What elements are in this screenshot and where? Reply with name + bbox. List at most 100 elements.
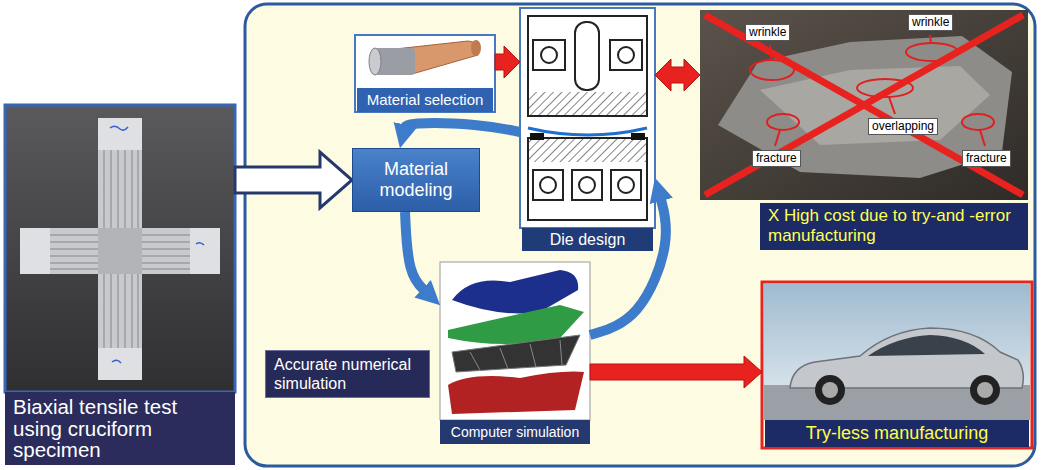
callout-label: wrinkle [908, 14, 953, 31]
specimen-photo [142, 256, 190, 257]
die-drawing [575, 22, 599, 90]
defect-photo [775, 130, 780, 146]
car-photo [868, 335, 985, 356]
specimen-photo [50, 269, 98, 270]
specimen-photo [125, 274, 126, 348]
node-label: Try-less manufacturing [765, 420, 1029, 447]
die-drawing [528, 128, 647, 135]
simulation-illustration [440, 262, 590, 420]
node-label: Accurate numerical simulation [274, 355, 421, 393]
defect-photo [889, 97, 895, 114]
specimen-photo [132, 274, 133, 348]
figure-panel: Material selection [355, 35, 495, 112]
node-label: Computer simulation [440, 420, 590, 444]
node-label: Material modeling [361, 159, 471, 200]
defect-photo [705, 15, 1023, 195]
specimen-photo [50, 235, 98, 236]
coil-illustration [355, 35, 495, 112]
specimen-photo [50, 256, 98, 257]
die-drawing [572, 170, 602, 200]
specimen-photo [142, 263, 190, 264]
specimen-photo [138, 150, 139, 228]
die-drawing [610, 40, 642, 70]
block-arrow [590, 356, 762, 388]
simulation-illustration [452, 335, 580, 372]
specimen-photo [142, 242, 190, 243]
car-photo [970, 375, 1000, 405]
die-drawing [541, 47, 557, 63]
specimen-photo [98, 118, 142, 380]
die-drawing [618, 177, 634, 193]
specimen-photo [132, 150, 133, 228]
specimen-photo [20, 228, 50, 274]
flow-arrow [405, 212, 426, 292]
car-photo [822, 382, 838, 398]
callout-label: wrinkle [745, 24, 790, 41]
specimen-photo [98, 228, 142, 274]
specimen-photo [142, 249, 190, 250]
simulation-illustration [440, 262, 590, 420]
node-label: Material selection [357, 88, 493, 112]
defect-photo [700, 10, 1028, 200]
specimen-photo [50, 249, 98, 250]
car-photo [977, 382, 993, 398]
process-box: Accurate numerical simulation [265, 350, 430, 398]
specimen-photo [5, 105, 235, 392]
node-label: X High cost due to try-and -error manufa… [760, 203, 1028, 250]
figure-panel: Try-less manufacturing [762, 282, 1032, 447]
coil-illustration [369, 48, 381, 75]
specimen-photo [50, 150, 190, 348]
specimen-photo [111, 274, 112, 348]
block-arrow [655, 59, 700, 91]
die-drawing [520, 8, 655, 228]
specimen-photo [104, 274, 105, 348]
defect-photo [930, 35, 931, 43]
die-drawing [540, 177, 556, 193]
simulation-illustration [470, 340, 562, 370]
die-drawing [520, 8, 655, 228]
defect-photo [767, 114, 799, 130]
car-photo [762, 282, 1032, 448]
defect-photo [962, 114, 994, 130]
defect-photo [980, 130, 985, 146]
defect-photo [705, 15, 1023, 195]
die-drawing [528, 92, 647, 116]
defect-photo [700, 10, 1028, 200]
process-box: Material modeling [352, 148, 480, 212]
specimen-photo [98, 118, 142, 150]
process-panel [245, 4, 1035, 466]
figure-panel: Biaxial tensile test using cruciform spe… [5, 105, 235, 465]
simulation-illustration [448, 372, 584, 414]
die-drawing [533, 170, 563, 200]
specimen-photo [110, 126, 128, 130]
car-photo [762, 282, 1032, 448]
die-drawing [530, 133, 544, 140]
coil-illustration [355, 35, 495, 112]
die-drawing [528, 16, 647, 116]
node-label: Die design [522, 228, 653, 251]
specimen-photo [50, 263, 98, 264]
specimen-photo [50, 242, 98, 243]
specimen-photo [125, 150, 126, 228]
specimen-photo [190, 228, 220, 274]
die-drawing [579, 177, 595, 193]
callout-label: fracture [962, 150, 1011, 167]
callout-label: fracture [752, 150, 801, 167]
specimen-photo [98, 348, 142, 380]
connector-layer [235, 46, 762, 388]
coil-illustration [471, 40, 481, 56]
node-label: Biaxial tensile test using cruciform spe… [5, 392, 235, 465]
die-drawing [528, 138, 647, 220]
die-drawing [618, 47, 634, 63]
block-arrow [495, 46, 520, 78]
car-photo [764, 284, 1030, 420]
figure-panel: X High cost due to try-and -error manufa… [700, 10, 1028, 250]
car-photo [815, 375, 845, 405]
process-panel [245, 4, 1035, 466]
figure-panel: Die design [520, 8, 655, 251]
defect-photo [760, 66, 990, 145]
specimen-photo [118, 274, 119, 348]
die-drawing [528, 138, 647, 162]
die-drawing [631, 133, 645, 140]
specimen-photo [112, 360, 121, 363]
